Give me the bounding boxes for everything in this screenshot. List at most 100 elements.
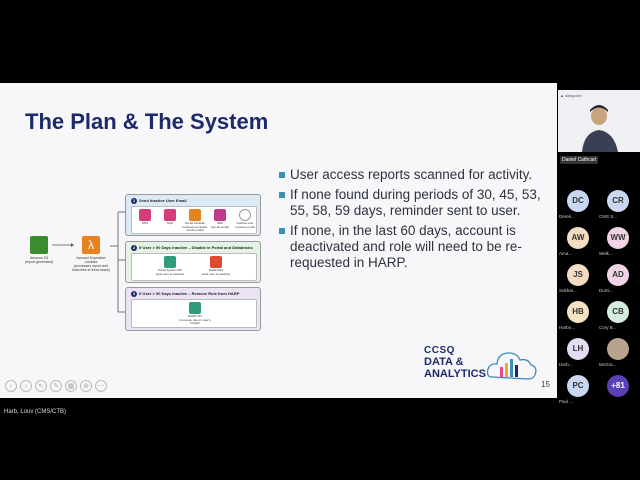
branch-lines bbox=[110, 211, 125, 313]
participant-name: Derek... bbox=[559, 214, 575, 219]
user-email-label: Inactive user receives email bbox=[235, 221, 255, 229]
s3-bucket-icon bbox=[30, 236, 48, 254]
avatar-photo bbox=[607, 338, 629, 360]
speaker-brand: ▲ datapoint bbox=[560, 93, 582, 98]
logo-line1: CCSQ bbox=[424, 345, 455, 356]
ses-sub: (sends email) bbox=[210, 224, 229, 229]
bullet-text: If none, in the last 60 days, account is… bbox=[290, 223, 522, 270]
avatar: JS bbox=[567, 264, 589, 286]
avatar: HB bbox=[567, 301, 589, 323]
panel2-title-text: If User > 90 Days Inactive – Disable in … bbox=[139, 245, 253, 250]
lambda-icon: λ bbox=[82, 236, 100, 254]
lambda-sub: (processes report and branches to three … bbox=[72, 264, 110, 272]
participant-tile[interactable]: JS Sokhat... bbox=[558, 264, 598, 304]
previous-slide-icon[interactable]: ‹ bbox=[5, 380, 17, 392]
ses-icon bbox=[214, 209, 226, 221]
bullet-list: User access reports scanned for activity… bbox=[279, 167, 549, 275]
databricks-sub: (sets user to inactive) bbox=[201, 271, 231, 276]
ses-label: SES bbox=[216, 221, 223, 225]
email-lambda-icon bbox=[189, 209, 201, 221]
slide-navigation-toolbar: ‹ › ↖ ✎ ▦ ⊕ ⋯ bbox=[5, 380, 107, 394]
participant-name: Paul ... bbox=[559, 399, 574, 404]
panel3-title-text: If User > 90 Days Inactive – Remove Role… bbox=[139, 291, 240, 296]
lambda-node: λ Account Expiration Lambda (processes r… bbox=[72, 236, 110, 272]
speaker-video-tile[interactable]: ▲ datapoint bbox=[558, 90, 640, 152]
more-options-icon[interactable]: ⋯ bbox=[95, 380, 107, 392]
bullet-square-icon bbox=[279, 192, 285, 198]
user-icon bbox=[239, 209, 251, 221]
participant-tile[interactable]: CB Cory B... bbox=[598, 301, 638, 341]
participant-tile[interactable]: PC Paul ... bbox=[558, 375, 598, 415]
avatar: WW bbox=[607, 227, 629, 249]
s3-sub: (report generated) bbox=[24, 260, 54, 264]
panel1-title-text: Send Inactive User Email bbox=[139, 198, 187, 203]
participant-tile[interactable]: LH Harb... bbox=[558, 338, 598, 378]
logo-line2: DATA & bbox=[424, 356, 464, 368]
next-slide-icon[interactable]: › bbox=[20, 380, 32, 392]
sqs-node: SQS bbox=[157, 209, 183, 226]
avatar: DC bbox=[567, 190, 589, 212]
portal-api-node: Portal System API(sets user to inactive) bbox=[152, 256, 188, 276]
participant-name: CMS S... bbox=[599, 214, 618, 219]
pen-icon[interactable]: ✎ bbox=[50, 380, 62, 392]
ccsq-logo: CCSQ DATA & ANALYTICS bbox=[420, 345, 540, 391]
more-participants-button[interactable]: +81 bbox=[598, 375, 638, 415]
s3-node: Amazon S3 (report generated) bbox=[24, 236, 54, 264]
portal-api-label: Portal System API bbox=[157, 268, 183, 272]
avatar: AW bbox=[567, 227, 589, 249]
participant-name: Cory B... bbox=[599, 325, 617, 330]
user-email-node: Inactive user receives email bbox=[232, 209, 258, 229]
participant-tile[interactable]: WW Welk... bbox=[598, 227, 638, 267]
participant-tile[interactable]: CR CMS S... bbox=[598, 190, 638, 230]
participant-name: Welk... bbox=[599, 251, 613, 256]
avatar: CR bbox=[607, 190, 629, 212]
panel2-inner: Portal System API(sets user to inactive)… bbox=[131, 253, 257, 281]
more-participants-count: +81 bbox=[607, 375, 629, 397]
databricks-label: Databricks bbox=[208, 268, 224, 272]
participant-name: Sokhat... bbox=[559, 288, 577, 293]
bullet-item: User access reports scanned for activity… bbox=[279, 167, 549, 183]
grid-view-icon[interactable]: ▦ bbox=[65, 380, 77, 392]
bullet-square-icon bbox=[279, 172, 285, 178]
bullet-text: User access reports scanned for activity… bbox=[290, 167, 533, 182]
bullet-item: If none found during periods of 30, 45, … bbox=[279, 187, 549, 219]
ses-node: SES(sends email) bbox=[207, 209, 233, 229]
email-lambda-label: Email Lambda bbox=[185, 221, 205, 225]
participant-name: Ama... bbox=[559, 251, 573, 256]
participant-name: Harb... bbox=[559, 362, 573, 367]
sns-label: SNS bbox=[141, 221, 149, 225]
slide-page-number: 15 bbox=[541, 380, 550, 389]
email-lambda-sub: (retrieves template, sends email) bbox=[182, 224, 208, 232]
speaker-silhouette-icon bbox=[582, 105, 618, 152]
harp-api-sub: (removes role on user's behalf) bbox=[179, 317, 211, 325]
harp-api-icon bbox=[189, 302, 201, 314]
panel2-num: 2 bbox=[131, 245, 137, 251]
participant-tile[interactable]: DC Derek... bbox=[558, 190, 598, 230]
panel1-inner: SNS SQS Email Lambda(retrieves template,… bbox=[131, 206, 257, 234]
slide-title: The Plan & The System bbox=[25, 109, 269, 134]
lambda-label: Account Expiration Lambda bbox=[76, 256, 106, 264]
panel3-inner: HARP API(removes role on user's behalf) bbox=[131, 299, 257, 328]
sns-icon bbox=[139, 209, 151, 221]
panel3-num: 3 bbox=[131, 291, 137, 297]
participant-tile[interactable]: McGra... bbox=[598, 338, 638, 378]
panel1-num: 1 bbox=[131, 198, 137, 204]
architecture-diagram: Amazon S3 (report generated) λ Account E… bbox=[24, 194, 264, 339]
avatar: CB bbox=[607, 301, 629, 323]
speaker-name-label: Daniel Cathcart bbox=[560, 156, 599, 164]
shared-slide: The Plan & The System Amazon S3 (report … bbox=[0, 83, 557, 398]
pointer-icon[interactable]: ↖ bbox=[35, 380, 47, 392]
zoom-icon[interactable]: ⊕ bbox=[80, 380, 92, 392]
participant-name: Dumi... bbox=[599, 288, 614, 293]
avatar: PC bbox=[567, 375, 589, 397]
avatar: LH bbox=[567, 338, 589, 360]
harp-api-label: HARP API bbox=[188, 314, 202, 318]
bullet-text: If none found during periods of 30, 45, … bbox=[290, 187, 541, 218]
participant-tile[interactable]: AW Ama... bbox=[558, 227, 598, 267]
